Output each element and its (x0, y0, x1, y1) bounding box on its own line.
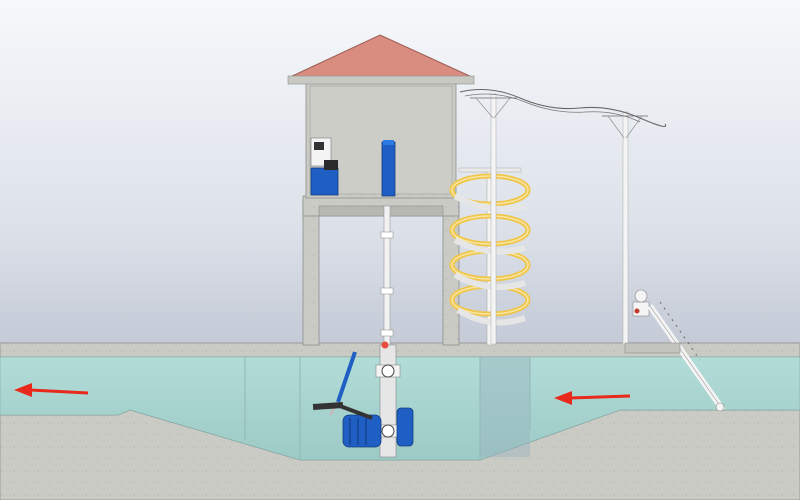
roof-eave (287, 75, 475, 85)
rack-base (624, 342, 681, 354)
hoist-column (381, 141, 396, 197)
power-line (464, 93, 641, 123)
tank-top (324, 160, 338, 170)
shaft-coupling (380, 329, 394, 337)
flow-arrow-left-icon (554, 391, 631, 405)
column-left (302, 199, 320, 346)
power-line (459, 89, 667, 127)
gate-assembly (375, 341, 401, 458)
trash-rack (632, 289, 726, 412)
shaded-pit (480, 357, 530, 457)
floor-beam-under (318, 205, 444, 217)
cabinet-panel (314, 142, 324, 150)
hydraulic-arm (312, 351, 373, 420)
drive-shaft (383, 205, 391, 347)
hydraulic-tank (310, 167, 339, 196)
hoist-cap (383, 140, 394, 145)
submersible-pump (342, 407, 414, 448)
shaft-coupling (380, 231, 394, 239)
flow-arrow-left-icon (14, 383, 89, 397)
shaft-coupling (380, 287, 394, 295)
power-pole (470, 93, 517, 345)
